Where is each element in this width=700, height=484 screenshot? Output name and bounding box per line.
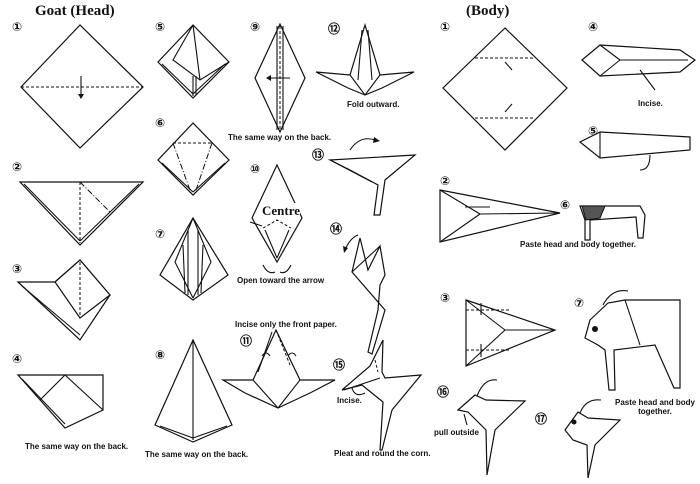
body-step3-diagram [465,299,557,367]
head-step5-diagram [157,24,230,99]
head-step7-diagram [159,216,229,301]
head-step9-diagram [254,22,306,134]
head-step-number: ⑤ [155,20,166,34]
body-step6-diagram [579,205,646,241]
head-step2-diagram [18,181,145,246]
body-step5-diagram [578,131,691,171]
head-step12-diagram [315,22,415,96]
body-step-number: ⑥ [560,198,571,212]
head-step8-diagram [154,338,233,443]
body-step-number: ⑤ [588,124,599,138]
caption: The same way on the back. [228,133,332,142]
body-title: (Body) [466,3,510,19]
head-step3-diagram [16,259,111,341]
body-step-number: ① [440,20,451,34]
head-step6-diagram [157,122,230,196]
head-step-number: ② [12,160,23,174]
head-step-number: ⑨ [250,20,261,34]
head-step13-diagram [327,137,417,216]
body-step1-diagram [442,27,568,151]
head-step1-diagram [20,24,144,149]
body-step16-diagram [456,379,527,476]
body-step-number: ③ [440,291,451,305]
body-step-number: ⑯ [437,385,450,399]
head-step-number: ⑭ [330,222,343,236]
head-step-number: ⑥ [155,116,166,130]
caption: Incise. [638,99,663,108]
head-step-number: ③ [12,262,23,276]
head-step-number: ⑮ [333,358,346,372]
head-step-number: ⑫ [328,22,341,36]
body-step2-diagram [439,189,561,243]
caption: pull outside [434,428,479,437]
head-step-number: ⑧ [155,348,166,362]
head-step4-diagram [16,374,104,429]
head-step14-diagram [343,234,386,355]
head-step-number: ⑩ [250,162,261,176]
body-step-number: ⑰ [535,412,548,426]
caption: Incise only the front paper. [235,320,337,329]
caption: Incise. [337,396,362,405]
head-step-number: ⑬ [312,148,325,162]
caption: Fold outward. [347,100,400,109]
body-step-number: ⑦ [574,296,585,310]
body-step7-diagram [584,290,681,391]
head-step-number: ④ [12,352,23,366]
caption: Paste head and body together. [520,240,637,249]
body-step-number: ④ [588,20,599,34]
caption: The same way on the back. [145,450,249,459]
head-step15-diagram [341,339,423,451]
head-step-number: ⑪ [240,334,253,348]
head-step-number: ⑦ [155,227,166,241]
body-step-number: ② [440,174,451,188]
caption: Open toward the arrow [237,276,325,285]
caption: The same way on the back. [25,442,129,451]
head-title: Goat (Head) [35,3,115,19]
head-step11-diagram [220,328,336,409]
caption: Paste head and body together. [614,398,696,416]
body-step17-diagram [564,399,622,479]
centre-label: Centre [262,203,301,219]
head-step-number: ① [12,20,23,34]
caption: Pleat and round the corn. [334,449,431,458]
body-step4-diagram [581,44,697,91]
